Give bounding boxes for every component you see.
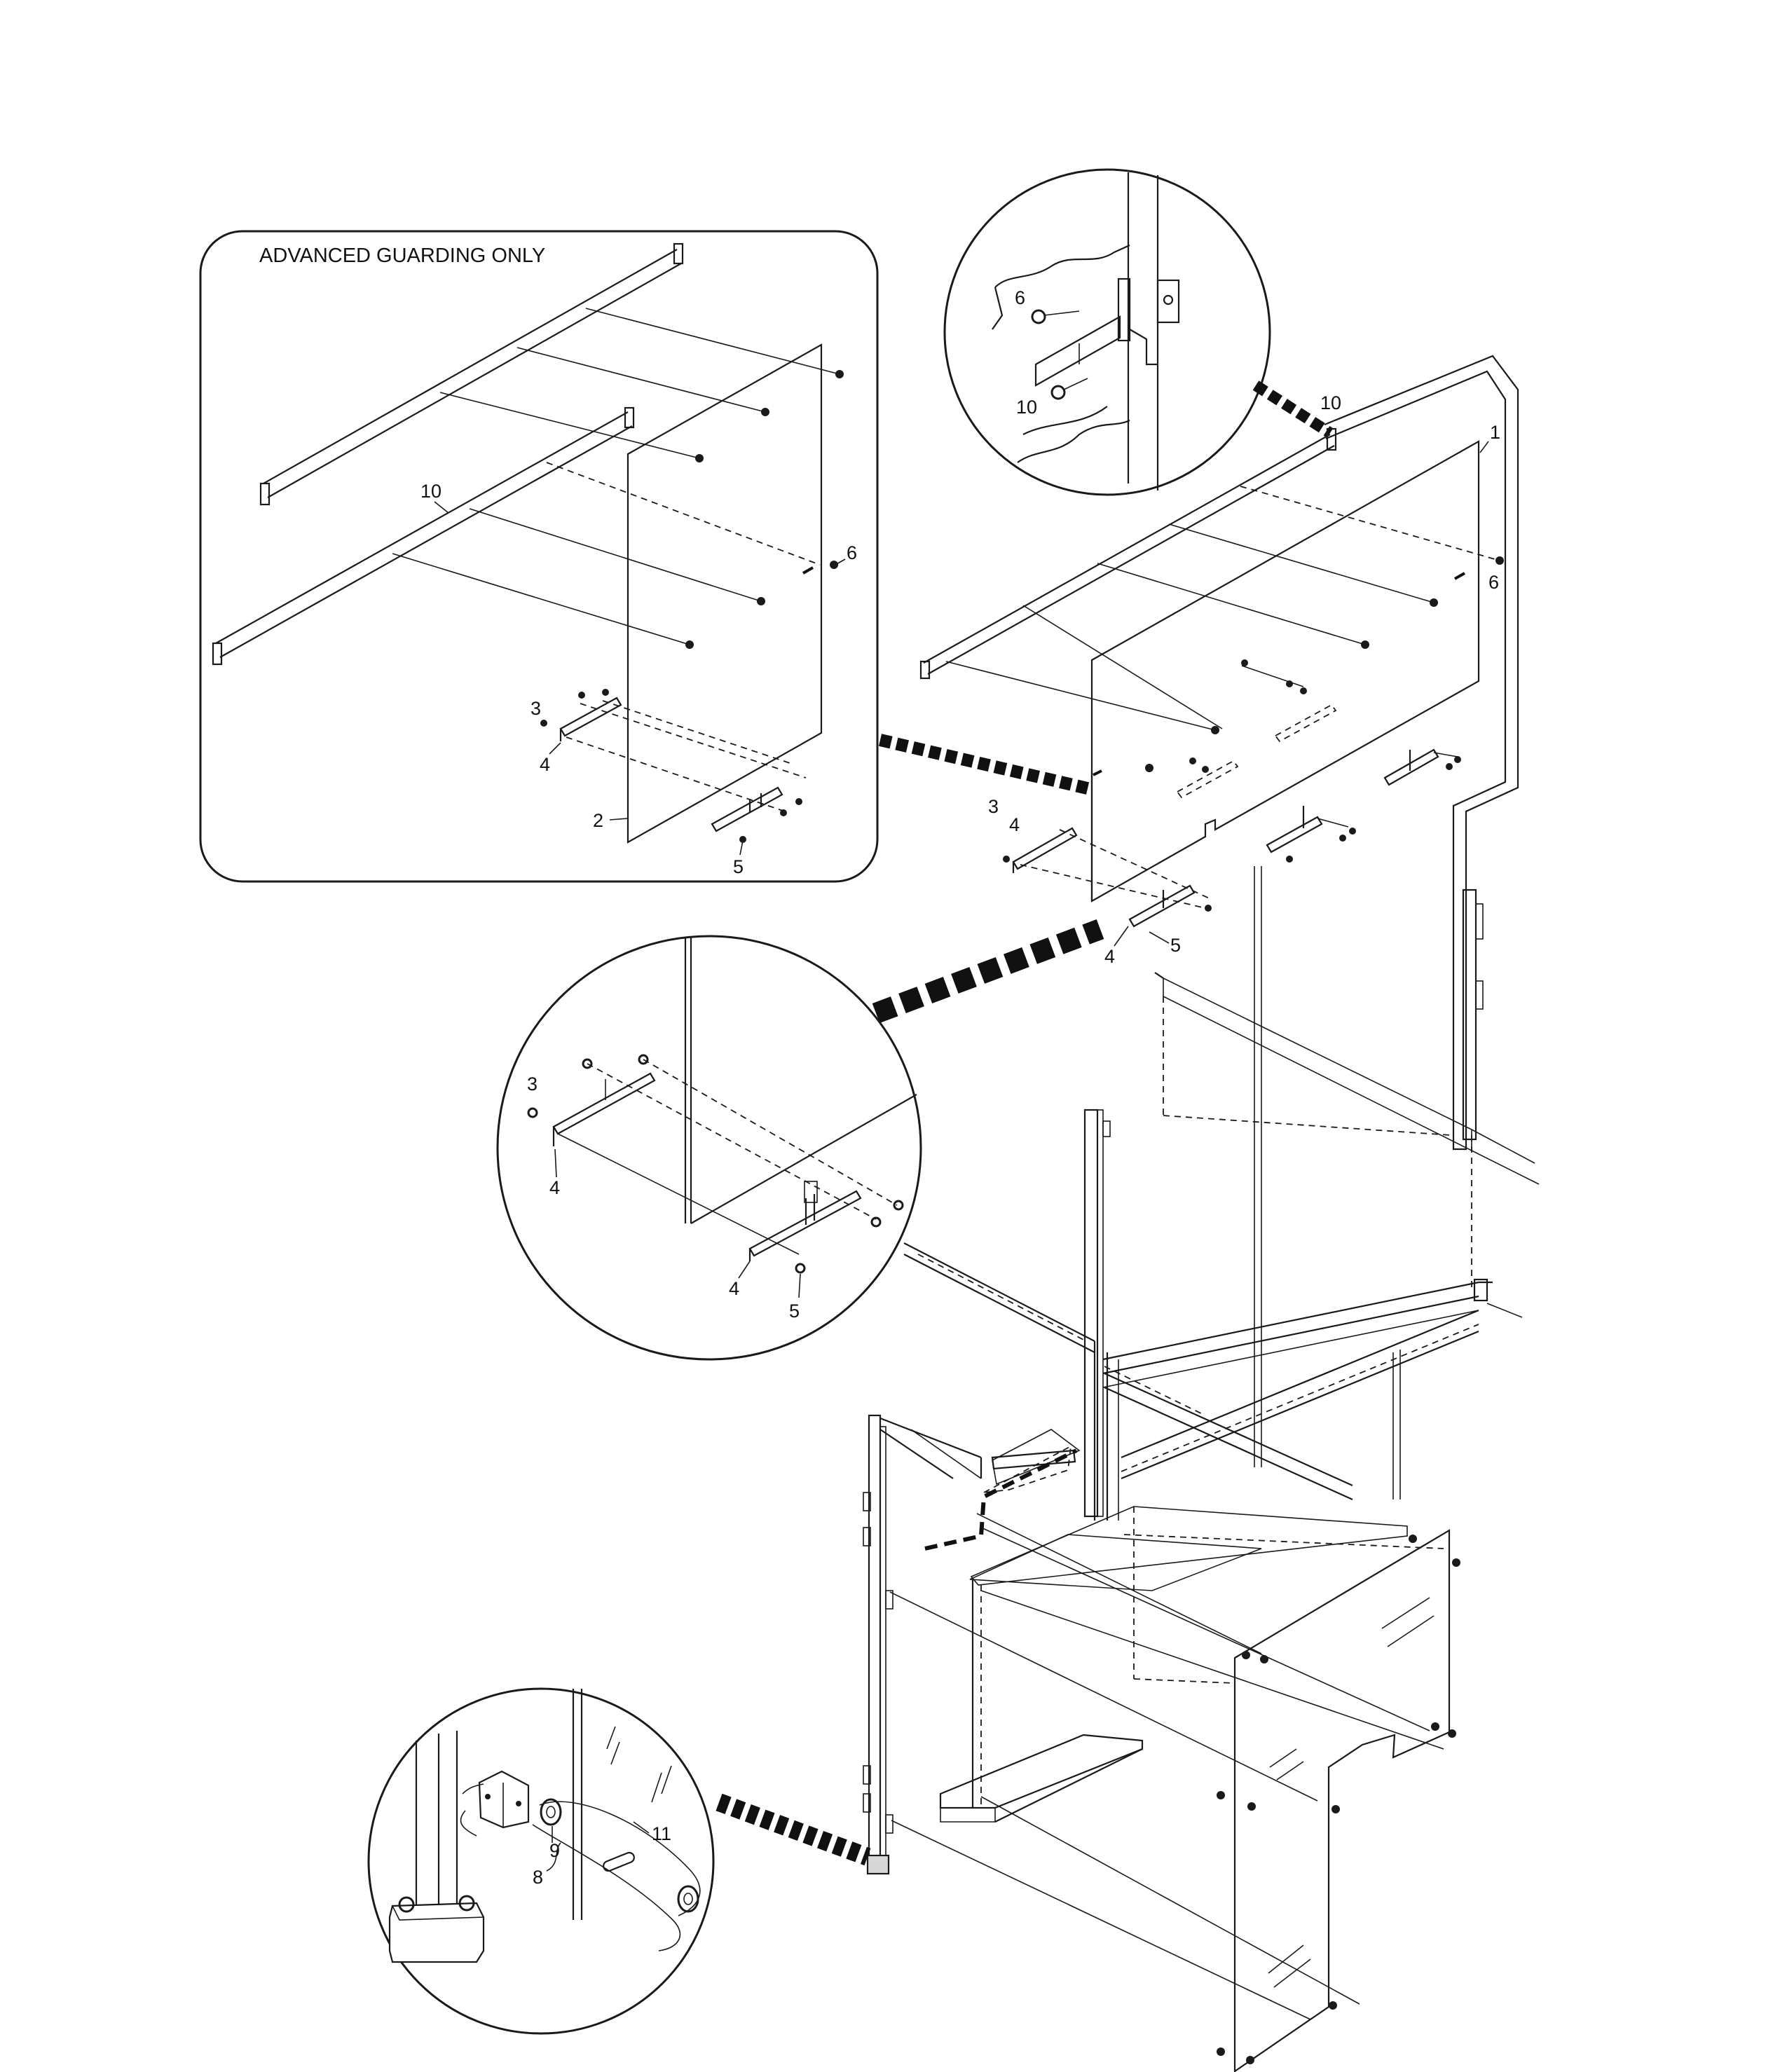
callout-10-inset: 10 [420, 481, 441, 502]
callout-10-top-detail: 10 [1016, 397, 1037, 418]
rail-leader-lines [392, 308, 840, 645]
dashed-gate-panel [1154, 972, 1540, 1185]
callout-3-inset: 3 [530, 698, 541, 719]
callout-11-bottom-detail: 11 [652, 1823, 671, 1844]
mid-detail-connector [872, 919, 1104, 1024]
callout-4-main-upper: 4 [1009, 814, 1020, 835]
top-detail-connector [1252, 380, 1334, 438]
callout-5-mid-detail: 5 [789, 1301, 800, 1322]
inset-connector [878, 734, 1093, 795]
inset-title: ADVANCED GUARDING ONLY [259, 245, 545, 267]
lower-frame [903, 889, 1523, 1823]
inset-brackets [540, 689, 807, 843]
callout-6-main: 6 [1488, 572, 1499, 593]
advanced-guarding-inset: ADVANCED GUARDING ONLY [199, 230, 879, 883]
callout-10-main: 10 [1320, 392, 1341, 413]
callout-6-top-detail: 6 [1015, 287, 1025, 308]
bottom-detail-connector [716, 1793, 871, 1866]
upper-rail [259, 242, 684, 506]
detail-circle-top: 6 10 [943, 168, 1271, 496]
callout-5-main: 5 [1170, 935, 1181, 956]
panel-2 [627, 343, 823, 844]
detail-circle-middle: 3 4 4 5 [496, 935, 922, 1361]
callout-2-inset: 2 [593, 810, 603, 831]
callout-5-inset: 5 [733, 856, 744, 877]
callout-8-bottom-detail: 8 [533, 1867, 543, 1888]
callout-4-main-lower: 4 [1104, 946, 1115, 967]
callout-9-bottom-detail: 9 [549, 1840, 560, 1861]
front-glass-panel [889, 1513, 1460, 2072]
left-upright-post [863, 1414, 982, 1875]
callout-4-inset: 4 [540, 754, 550, 775]
main-upper-guard: 10 1 6 3 4 4 5 [919, 355, 1519, 1467]
detail-circle-bottom: 9 8 11 [367, 1687, 715, 2035]
tray-connector [924, 1448, 1078, 1551]
inset-screws [685, 370, 844, 649]
callout-3-main: 3 [988, 796, 999, 817]
lower-rail [212, 406, 635, 666]
callout-3-mid-detail: 3 [527, 1073, 538, 1095]
callout-4-mid-detail-upper: 4 [549, 1177, 560, 1198]
callout-1-main: 1 [1490, 422, 1500, 443]
callout-6-inset: 6 [847, 542, 857, 563]
callout-4-mid-detail-lower: 4 [729, 1278, 739, 1299]
